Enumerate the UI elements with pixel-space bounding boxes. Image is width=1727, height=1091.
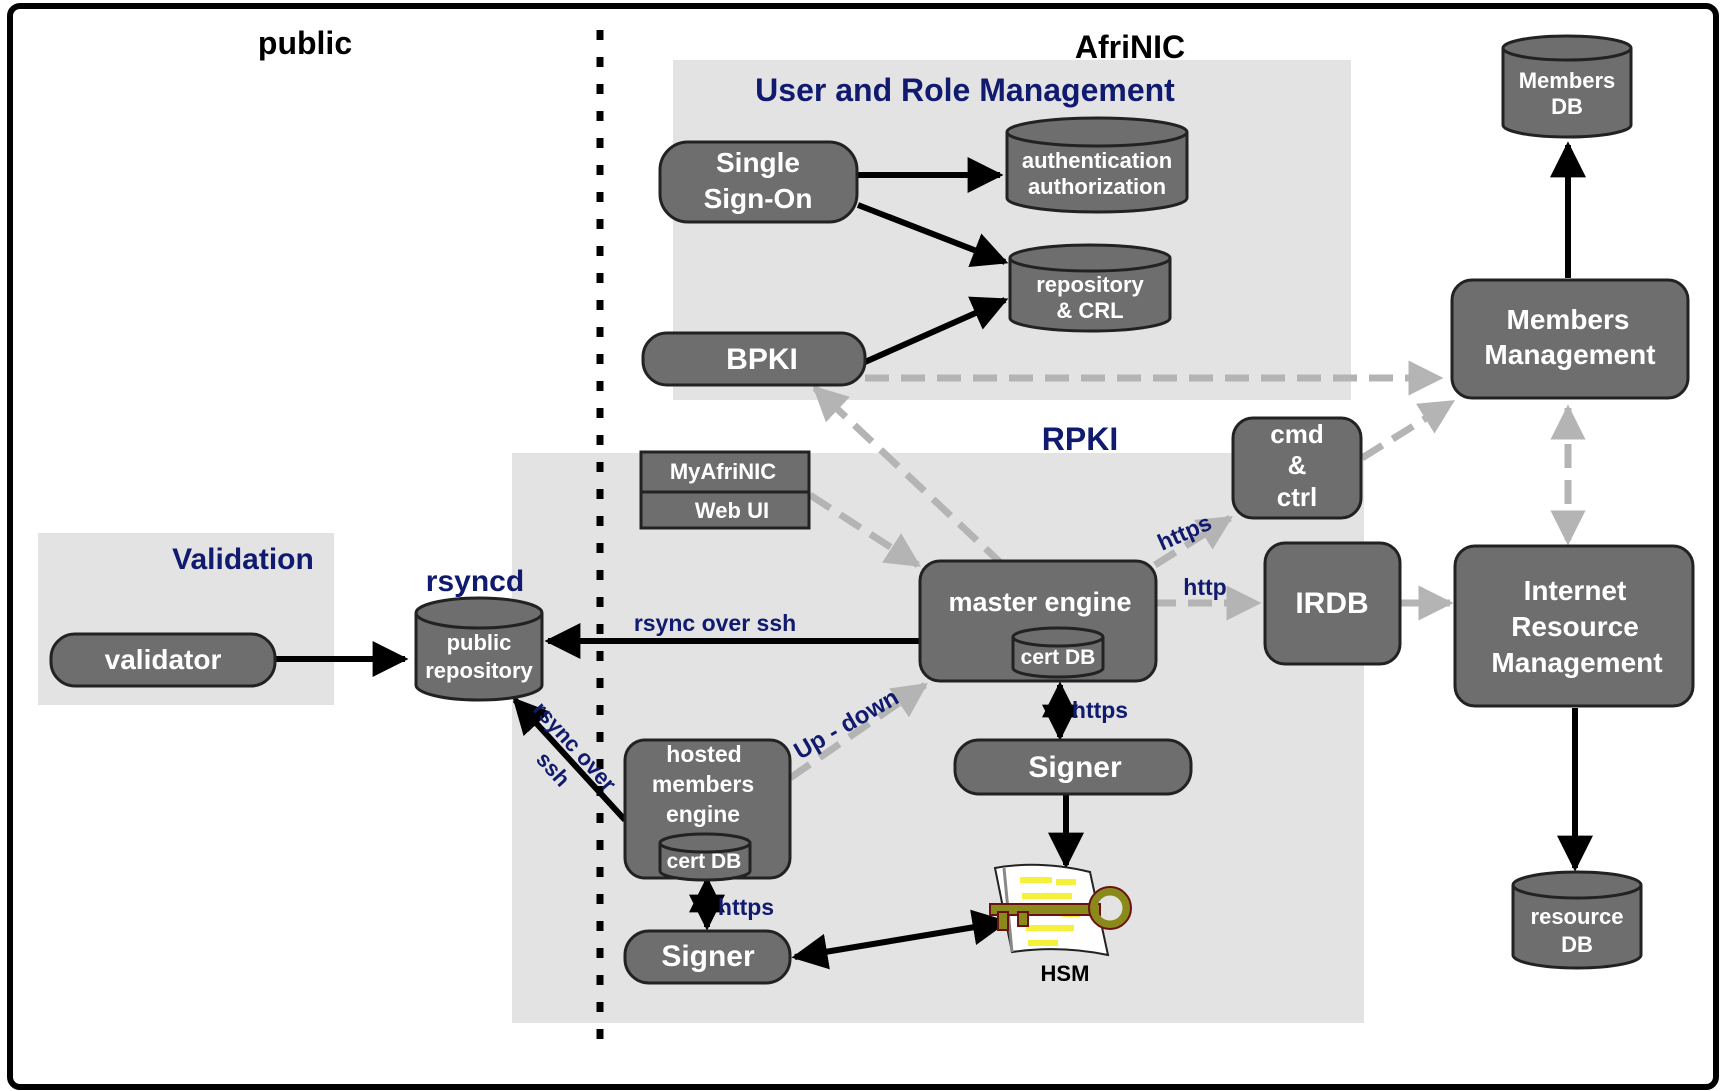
repo-crl-line1: repository	[1036, 272, 1144, 297]
master-cert-db: cert DB	[1011, 626, 1105, 679]
validator-label: validator	[105, 644, 222, 675]
irm-box[interactable]: Internet Resource Management	[1453, 544, 1695, 708]
members-db-line2: DB	[1551, 94, 1583, 119]
signer-hosted-label: Signer	[661, 940, 755, 973]
signer-master-box[interactable]: Signer	[953, 738, 1193, 796]
validator-box[interactable]: validator	[49, 632, 277, 688]
dashed-connectors	[788, 360, 1586, 781]
irm-line3: Management	[1491, 647, 1662, 678]
signer-hosted-box[interactable]: Signer	[623, 929, 792, 985]
https-signer-label: https	[1072, 697, 1128, 723]
public-repository-db[interactable]: public repository	[414, 596, 544, 702]
solid-connectors	[275, 141, 1593, 970]
hosted-cert-db-label: cert DB	[667, 850, 742, 873]
members-mgmt-line2: Management	[1484, 339, 1655, 370]
rsync-ssh-label: rsync over ssh	[634, 610, 796, 636]
hsm-icon: HSM	[989, 863, 1132, 986]
http-irdb-label: http	[1183, 574, 1226, 600]
cmd-ctrl-line1: cmd	[1270, 419, 1323, 449]
https-hosted-label: https	[718, 894, 774, 920]
myafrinic-webui-box[interactable]: MyAfriNIC Web UI	[639, 450, 811, 530]
sso-to-repo-arrow	[856, 202, 1009, 268]
repository-crl-db[interactable]: repository & CRL	[1008, 243, 1172, 333]
master-to-bpki-arrow	[812, 385, 1006, 568]
hsm-label: HSM	[1041, 961, 1090, 986]
authn-line2: authorization	[1028, 174, 1166, 199]
members-mgmt-line1: Members	[1507, 304, 1630, 335]
single-sign-on-line2: Sign-On	[704, 183, 813, 214]
members-management-box[interactable]: Members Management	[1450, 278, 1690, 400]
authentication-db[interactable]: authentication authorization	[1005, 116, 1189, 214]
hosted-line3: engine	[666, 801, 740, 827]
web-ui-label: Web UI	[695, 498, 769, 523]
cmd-ctrl-box[interactable]: cmd & ctrl	[1231, 416, 1363, 520]
hosted-line1: hosted	[666, 741, 741, 767]
resource-db[interactable]: resource DB	[1511, 870, 1643, 970]
bpki-label: BPKI	[726, 343, 798, 376]
authn-line1: authentication	[1022, 148, 1172, 173]
members-db-line1: Members	[1519, 68, 1616, 93]
validation-title: Validation	[172, 543, 314, 576]
afrinic-label: AfriNIC	[1075, 29, 1185, 65]
rsyncd-label: rsyncd	[426, 565, 524, 598]
single-sign-on-line1: Single	[716, 147, 800, 178]
webui-to-master-arrow	[808, 492, 921, 568]
irm-line1: Internet	[1524, 575, 1627, 606]
public-repo-line1: public	[447, 630, 512, 655]
cmd-ctrl-line2: &	[1288, 450, 1307, 480]
repo-crl-line2: & CRL	[1056, 298, 1123, 323]
resource-db-line2: DB	[1561, 932, 1593, 957]
irm-line2: Resource	[1511, 611, 1639, 642]
resource-db-line1: resource	[1531, 904, 1624, 929]
master-engine-label: master engine	[948, 587, 1131, 617]
irdb-label: IRDB	[1295, 587, 1368, 620]
master-cert-db-label: cert DB	[1021, 646, 1096, 669]
cmd-to-members-arrow	[1360, 399, 1455, 461]
hosted-line2: members	[652, 771, 754, 797]
user-role-title: User and Role Management	[755, 72, 1175, 108]
master-engine-box[interactable]: master engine cert DB	[918, 559, 1158, 683]
rsync-ssh-diag-arrow	[512, 697, 628, 823]
public-repo-line2: repository	[425, 658, 533, 683]
irdb-box[interactable]: IRDB	[1263, 541, 1402, 666]
signer-hsm-link-arrow	[791, 909, 1009, 970]
signer-master-label: Signer	[1028, 751, 1122, 784]
myafrinic-label: MyAfriNIC	[670, 459, 776, 484]
master-to-cmd-arrow	[1153, 515, 1233, 568]
single-sign-on-box[interactable]: Single Sign-On	[658, 140, 859, 224]
rpki-title: RPKI	[1042, 421, 1118, 457]
public-label: public	[258, 25, 352, 61]
bpki-to-repo-arrow	[863, 296, 1009, 365]
hosted-members-engine-box[interactable]: hosted members engine cert DB	[623, 738, 792, 882]
hosted-cert-db: cert DB	[658, 832, 752, 882]
members-db[interactable]: Members DB	[1501, 34, 1633, 139]
updown-arrow	[788, 682, 928, 781]
bpki-box[interactable]: BPKI	[641, 331, 867, 387]
cmd-ctrl-line3: ctrl	[1277, 482, 1317, 512]
